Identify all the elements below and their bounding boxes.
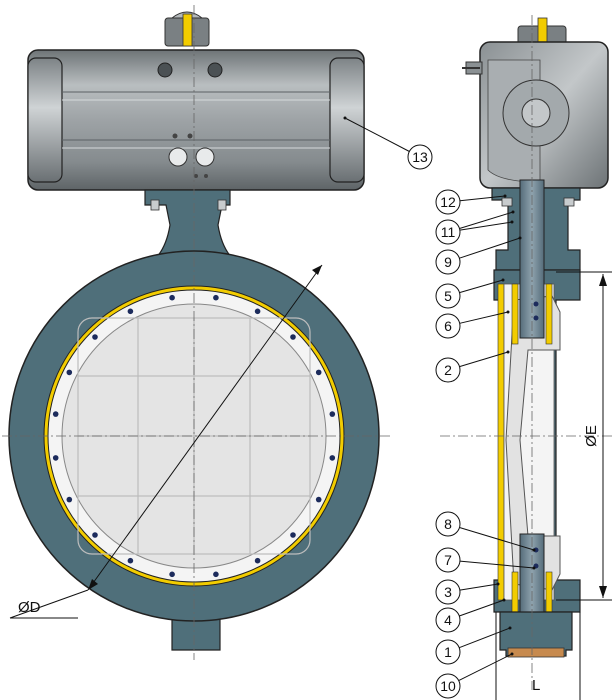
callout-number: 9	[444, 254, 452, 270]
callout-leader	[458, 653, 513, 682]
bolt-hole	[52, 455, 59, 461]
callout-number: 13	[412, 149, 428, 165]
bottom-cap	[507, 647, 565, 658]
bolt-hole	[92, 532, 98, 538]
callout-bubble	[435, 219, 461, 245]
callout-number: 2	[444, 362, 452, 378]
callout-leader-tip	[502, 598, 506, 602]
callout-leader	[459, 627, 511, 649]
callout-number: 11	[441, 224, 456, 240]
side-view: ØE L	[440, 15, 612, 700]
bolt-hole	[66, 369, 73, 376]
callout-leader	[459, 279, 504, 294]
bolt-hole	[254, 557, 261, 564]
bolt-hole	[127, 308, 134, 315]
callouts: 13 12 11 9 5 6 2 8 7 3 4 1 10	[343, 116, 536, 699]
bolt-hole	[315, 369, 322, 376]
callout-leader-tip	[496, 582, 500, 586]
callout-leader-tip	[518, 236, 522, 240]
bolt-hole	[169, 571, 175, 578]
center-lines	[2, 5, 390, 660]
callout-leader	[459, 221, 513, 231]
diameter-d-label: ØD	[18, 599, 41, 616]
seat-bolt-holes	[52, 294, 336, 578]
length-l-label: L	[532, 677, 540, 694]
bolt-hole	[290, 334, 296, 340]
bolt-hole	[52, 411, 59, 417]
bolt-hole	[92, 334, 98, 340]
callout-leader	[459, 560, 535, 569]
side-bottom-boss	[499, 611, 573, 657]
callout-leader	[459, 599, 505, 617]
diameter-e-label: ØE	[583, 425, 600, 447]
bolt-hole	[213, 571, 219, 578]
bolt-hole	[127, 557, 134, 564]
callout-number: 7	[444, 552, 452, 568]
diameter-d-dimension: ØD	[9, 264, 323, 619]
bolt-hole	[329, 455, 336, 461]
callout-number: 12	[440, 194, 456, 210]
callout-number: 4	[444, 612, 452, 628]
callout-bubble	[435, 607, 461, 633]
callout-leader-tip	[508, 626, 512, 630]
callout-leader-tip	[511, 210, 515, 214]
callout-bubble	[435, 673, 461, 699]
bolt-hole	[315, 496, 322, 503]
side-actuator	[462, 41, 609, 189]
callout-leader-tip	[532, 566, 536, 570]
callout-leader-tip	[506, 350, 510, 354]
bolt-hole	[169, 294, 175, 301]
pneumatic-actuator	[27, 49, 365, 191]
callout-leader	[459, 311, 509, 324]
callout-number: 1	[444, 644, 452, 660]
bolt-hole	[66, 496, 73, 503]
callout-bubble	[435, 189, 461, 215]
callout-leader	[459, 195, 506, 202]
length-l-dimension: L	[495, 612, 581, 700]
diameter-e-dimension: ØE	[556, 271, 612, 601]
bolt-hole	[329, 411, 336, 417]
callout-bubble	[435, 357, 461, 383]
callout-number: 5	[444, 288, 452, 304]
callout-bubble	[435, 511, 461, 537]
callout-number: 8	[444, 516, 452, 532]
callout-leader	[459, 583, 499, 591]
callout-leader	[459, 237, 521, 259]
callout-leader-tip	[506, 310, 510, 314]
callout-bubble	[435, 313, 461, 339]
bolt-hole	[290, 532, 296, 538]
callout-leader	[459, 211, 514, 229]
callout-bubble	[435, 283, 461, 309]
callout-leader-tip	[532, 548, 536, 552]
callout-bubble	[435, 249, 461, 275]
callout-bubble	[407, 144, 433, 170]
callout-leader-tip	[503, 194, 507, 198]
callout-number: 10	[440, 678, 456, 694]
bolt-hole	[213, 294, 219, 301]
callout-leader-tip	[510, 220, 514, 224]
position-indicator	[164, 11, 210, 47]
callout-bubble	[435, 579, 461, 605]
callout-leader-tip	[501, 278, 505, 282]
bolt-hole	[254, 308, 261, 315]
callout-leader	[459, 527, 535, 551]
callout-leader-tip	[510, 652, 514, 656]
callout-leader	[459, 351, 509, 368]
neck	[144, 189, 238, 263]
callout-number: 3	[444, 584, 452, 600]
callout-leader-tip	[343, 116, 347, 120]
callout-number: 6	[444, 318, 452, 334]
callout-bubble	[435, 547, 461, 573]
callout-leader	[344, 117, 410, 152]
front-view: ØD	[2, 5, 390, 660]
callout-bubble	[435, 639, 461, 665]
